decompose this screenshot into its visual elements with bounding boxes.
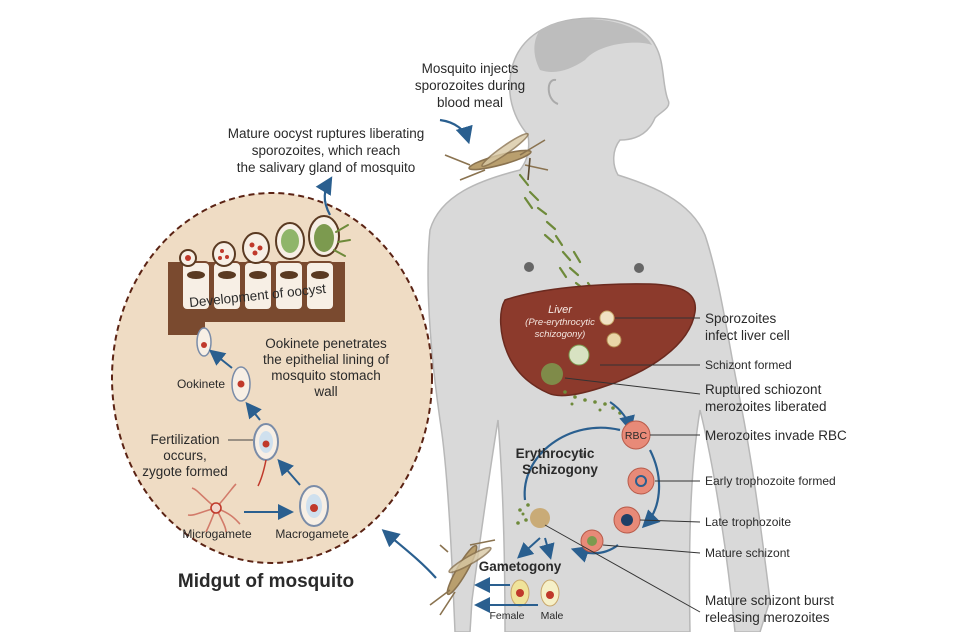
- midgut-circle: Development of oocyst Ookinete penetrate…: [111, 192, 433, 564]
- mosquito-injects-line-3: blood meal: [437, 95, 503, 110]
- oocyst-ruptures-line-1: Mature oocyst ruptures liberating: [228, 126, 425, 141]
- liver-cell-2: [606, 332, 622, 348]
- early-trophozoite-ring: [635, 475, 647, 487]
- male-label: Male: [541, 610, 564, 622]
- nipple-left: [524, 262, 534, 272]
- gametogony: Gametogony Female Male: [474, 537, 564, 622]
- arrow-to-mosquito-bite: [439, 118, 473, 145]
- mosquito-injects-line-1: Mosquito injects: [422, 61, 519, 76]
- arrow-ookinete-to-wall: [208, 349, 233, 369]
- merozoite-trail: [563, 390, 622, 415]
- oocyst-ruptures-line-3: the salivary gland of mosquito: [237, 160, 416, 175]
- rbc-label: RBC: [625, 430, 648, 442]
- nipple-right: [634, 263, 644, 273]
- early-trophozoite-cell: [627, 467, 655, 495]
- microgamete-label: Microgamete: [182, 527, 252, 541]
- midgut-title: Midgut of mosquito: [178, 571, 354, 592]
- arrow-mosquito-to-midgut: [381, 529, 437, 579]
- arrow-zygote-to-ookinete: [245, 401, 262, 421]
- right-annotations: [544, 317, 701, 613]
- arrow-to-gametogony-1: [517, 537, 541, 559]
- mosquito-top: [444, 132, 549, 181]
- mosquito-injects-line-2: sporozoites during: [415, 78, 525, 93]
- ruptured-schizont-line-1: Ruptured schiozont: [705, 382, 822, 397]
- schizont-in-liver: [568, 344, 590, 366]
- oocyst-ruptures-line-2: sporozoites, which reach: [252, 143, 401, 158]
- merozoites-invade-label: Merozoites invade RBC: [705, 428, 847, 443]
- liver-sub-line-2: schizogony): [535, 329, 586, 340]
- ookinete-penetrates-line-3: mosquito stomach: [271, 368, 381, 383]
- epithelial-cells: [168, 261, 345, 335]
- cycle-arrow-bottom: [570, 544, 619, 563]
- navel: [580, 452, 586, 458]
- female-label: Female: [489, 610, 524, 622]
- late-trophozoite-label: Late trophozoite: [705, 515, 791, 529]
- fertilization-line-2: occurs,: [163, 448, 207, 463]
- ookinete-penetrates-line-1: Ookinete penetrates: [265, 336, 387, 351]
- fertilization-line-3: zygote formed: [142, 464, 228, 479]
- erythrocytic-cycle: Erythrocytic Schizogony RBC: [516, 420, 661, 563]
- sporozoites-infect-line-1: Sporozoites: [705, 311, 777, 326]
- sporozoites-infect-line-2: infect liver cell: [705, 328, 790, 343]
- mosquito-bottom: [429, 539, 496, 616]
- fertilization-line-1: Fertilization: [150, 432, 219, 447]
- released-merozoites: [516, 503, 530, 525]
- oocysts: [179, 215, 351, 267]
- burst-line-2: releasing merozoites: [705, 610, 830, 625]
- head-hair: [534, 19, 652, 72]
- ookinete-penetrates-line-2: the epithelial lining of: [263, 352, 389, 367]
- late-trophozoite-body: [621, 514, 633, 526]
- arrow-macrogamete-to-zygote: [277, 458, 301, 486]
- ruptured-schizont-line-2: merozoites liberated: [705, 399, 827, 414]
- ookinete-label: Ookinete: [177, 377, 225, 391]
- erythrocytic-label-2: Schizogony: [522, 462, 598, 477]
- bursting-schizont: [530, 508, 550, 528]
- liver-sub-line-1: (Pre-erythrocytic: [525, 317, 595, 328]
- liver: Liver (Pre-erythrocytic schizogony): [499, 283, 696, 397]
- infected-liver-cell: [599, 310, 615, 326]
- cycle-arrow-left: [523, 426, 621, 501]
- arrow-oocyst-to-salivary: [315, 176, 333, 216]
- arrow-to-gametogony-2: [539, 537, 555, 560]
- erythrocytic-label-1: Erythrocytic: [516, 446, 595, 461]
- mature-schizont-label: Mature schizont: [705, 546, 790, 560]
- ear: [547, 78, 559, 105]
- ruptured-schizont: [541, 363, 563, 385]
- ookinete-penetrates-line-4: wall: [313, 384, 337, 399]
- early-trophozoite-label: Early trophozoite formed: [705, 474, 836, 488]
- schizont-formed-label: Schizont formed: [705, 358, 792, 372]
- gametogony-label: Gametogony: [479, 559, 562, 574]
- microgamete: [187, 483, 241, 533]
- liver-label: Liver: [548, 304, 573, 316]
- burst-line-1: Mature schizont burst: [705, 593, 834, 608]
- mature-schizont-core: [587, 536, 597, 546]
- macrogamete-label: Macrogamete: [275, 527, 349, 541]
